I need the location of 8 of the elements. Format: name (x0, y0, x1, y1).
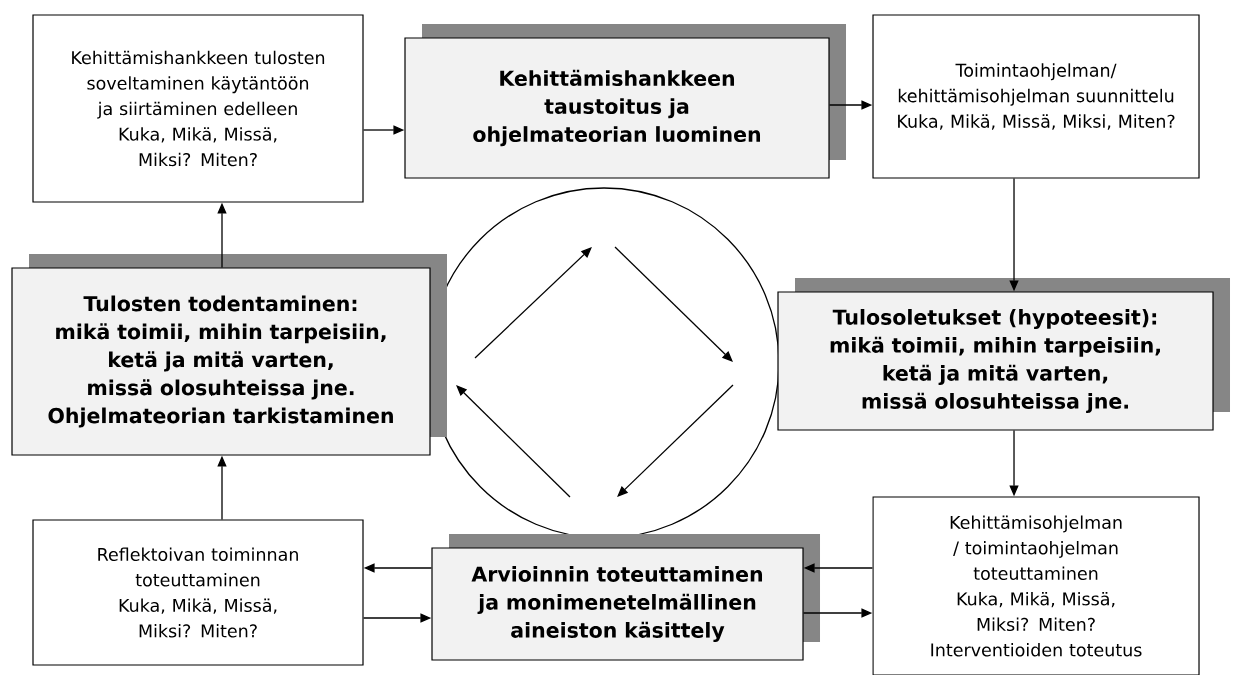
text-box: Toimintaohjelman/ kehittämisohjelman suunnittelu Kuka, Mikä, Missä, Miksi, Miten? (872, 14, 1200, 179)
text-box: Kehittämishankkeen tulosten soveltaminen käytäntöön ja siirtäminen edelleen Kuka, Mikä, Missä, Miksi? Miten? (32, 14, 364, 203)
process-box: Tulosoletukset (hypoteesit): mikä toimii, mihin tarpeisiin, ketä ja mitä varten, missä olosuhteissa jne. (777, 278, 1230, 431)
process-box: Arvioinnin toteuttaminen ja monimenetelmällinen aineiston käsittely (431, 534, 820, 661)
process-box: Tulosten todentaminen: mikä toimii, mihin tarpeisiin, ketä ja mitä varten, missä olosuhteissa jne. Ohjelmateorian tarkistaminen (11, 254, 447, 456)
process-box: Kehittämishankkeen taustoitus ja ohjelmateorian luominen (404, 24, 846, 179)
text-box: Kehittämisohjelman / toimintaohjelman toteuttaminen Kuka, Mikä, Missä, Miksi? Miten? Interventioiden toteutus (872, 496, 1200, 675)
text-box: Reflektoivan toiminnan toteuttaminen Kuka, Mikä, Missä, Miksi? Miten? (32, 519, 364, 666)
